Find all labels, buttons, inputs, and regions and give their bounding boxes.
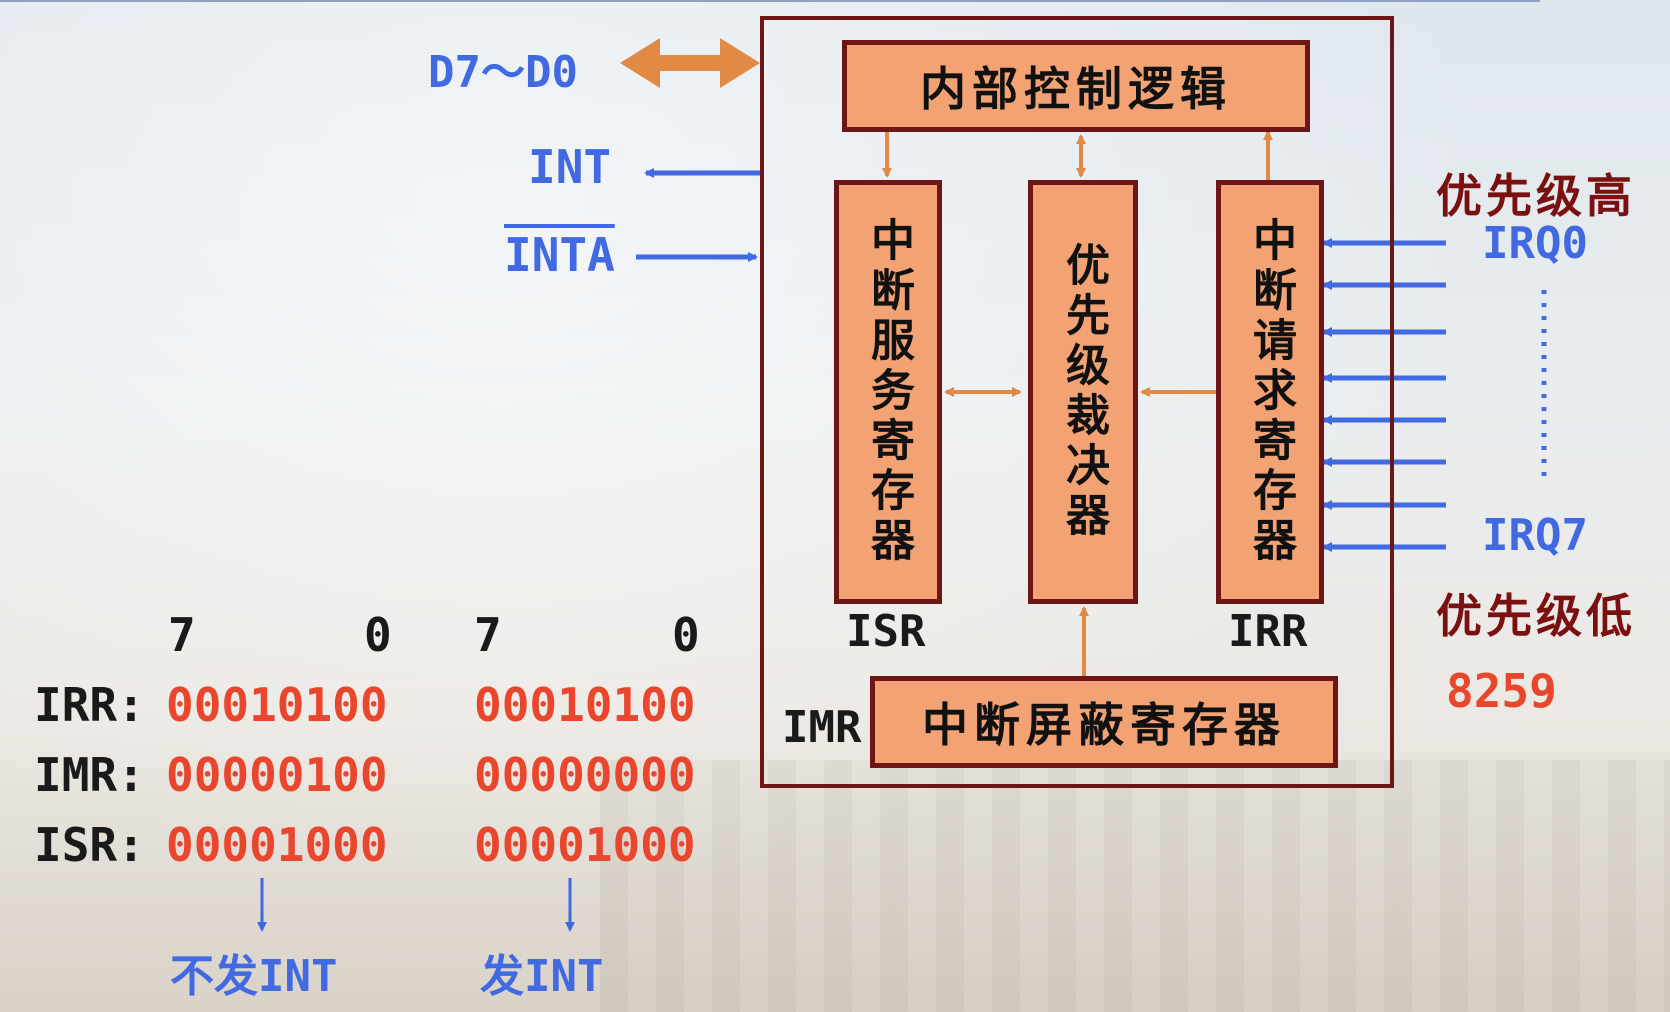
right-imr-value: 00000000 [474, 748, 696, 802]
left-irr-value: 00010100 [166, 678, 388, 732]
chip-outline [760, 16, 1394, 788]
priority-high-label: 优先级高 [1436, 169, 1636, 223]
isr-row-label: ISR: [34, 818, 145, 872]
imr-tag: IMR [782, 702, 862, 753]
control-logic-block: 内部控制逻辑 [842, 40, 1310, 132]
right-irr-value: 00010100 [474, 678, 696, 732]
priority-resolver-block: 优先级裁决器 [1028, 180, 1138, 604]
data-bus-arrow [620, 38, 760, 88]
data-bus-label: D7～D0 [428, 47, 578, 98]
irq-input-arrows [1322, 238, 1446, 552]
irq7-label: IRQ7 [1482, 510, 1588, 561]
chip-name-label: 8259 [1446, 664, 1557, 718]
isr-block: 中断服务寄存器 [834, 180, 942, 604]
left-imr-value: 00000100 [166, 748, 388, 802]
left-isr-value: 00001000 [166, 818, 388, 872]
right-bit0-label: 0 [672, 608, 700, 662]
control-logic-label: 内部控制逻辑 [920, 62, 1232, 116]
inta-label: INTA [504, 228, 615, 282]
irr-block-label: 中断请求寄存器 [1245, 217, 1296, 567]
irr-row-label: IRR: [34, 678, 145, 732]
left-result-label: 不发INT [170, 951, 338, 1002]
irr-tag: IRR [1228, 606, 1308, 657]
irr-block: 中断请求寄存器 [1216, 180, 1324, 604]
isr-block-label: 中断服务寄存器 [863, 217, 914, 567]
imr-block-label: 中断屏蔽寄存器 [922, 698, 1286, 752]
top-divider [0, 0, 1540, 2]
right-bit7-label: 7 [474, 608, 502, 662]
irq0-label: IRQ0 [1482, 218, 1588, 269]
imr-row-label: IMR: [34, 748, 145, 802]
imr-block: 中断屏蔽寄存器 [870, 676, 1338, 768]
isr-tag: ISR [846, 606, 926, 657]
int-label: INT [528, 140, 612, 194]
left-bit7-label: 7 [168, 608, 196, 662]
right-isr-value: 00001000 [474, 818, 696, 872]
right-result-label: 发INT [480, 951, 604, 1002]
priority-low-label: 优先级低 [1436, 589, 1636, 643]
left-bit0-label: 0 [364, 608, 392, 662]
priority-resolver-label: 优先级裁决器 [1058, 242, 1109, 542]
